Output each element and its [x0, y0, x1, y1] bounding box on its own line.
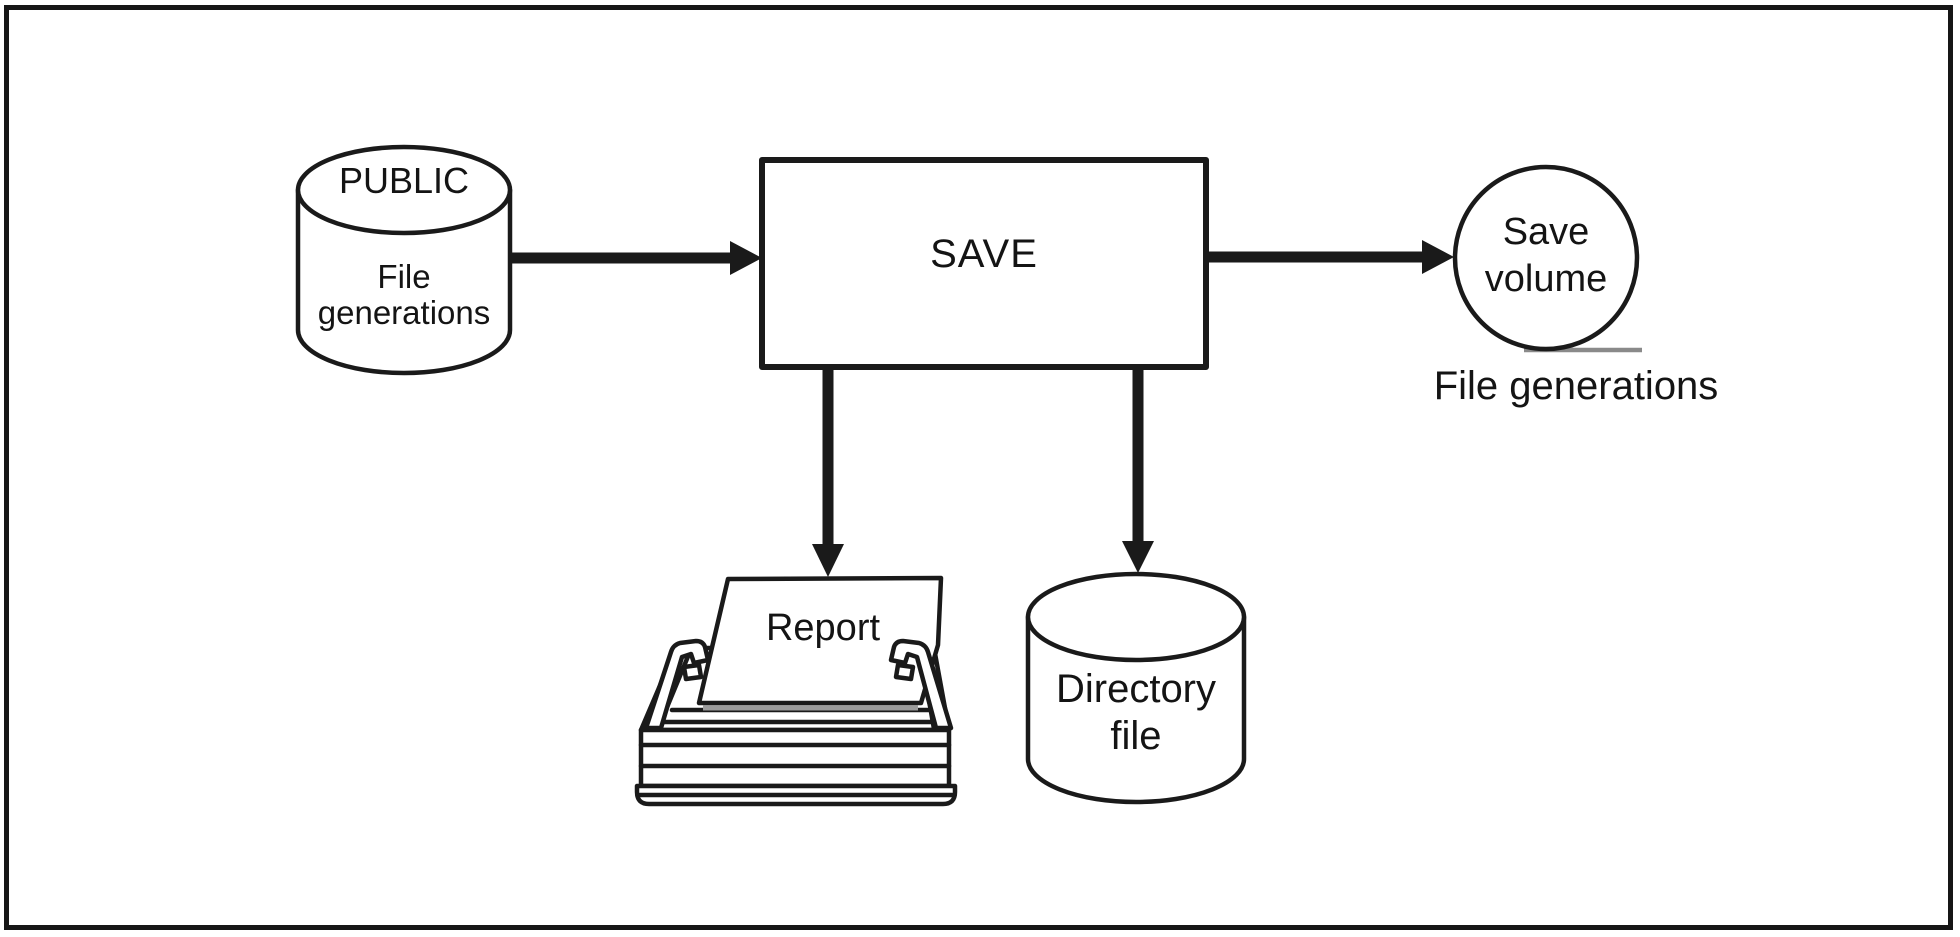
cylinder-top-icon: [295, 144, 513, 236]
cylinder-top-icon: [1025, 571, 1247, 663]
save-process-label: SAVE: [930, 232, 1038, 276]
arrowhead-right-icon: [730, 241, 762, 275]
arrow-save-to-directory: [1122, 366, 1154, 573]
public-db-label-line1: File: [377, 258, 431, 295]
save-volume-circle: [1452, 164, 1640, 352]
save-volume-label-line2: volume: [1484, 258, 1608, 300]
save-volume-label-line1: Save: [1502, 211, 1590, 253]
paper-guide-left: [643, 638, 711, 731]
save-process-box: [759, 157, 1209, 370]
arrow-save-to-volume: [1208, 240, 1454, 274]
save-volume-tape-icon: [1452, 164, 1642, 353]
printer-icon: [634, 575, 958, 807]
public-db-label: File generations: [318, 259, 490, 331]
printer-body: [638, 727, 952, 789]
arrow-public-to-save: [512, 241, 762, 275]
arrow-save-to-report: [812, 366, 844, 577]
paper-guide-right: [888, 638, 954, 731]
arrowhead-down-icon: [1122, 541, 1154, 573]
report-label: Report: [765, 607, 881, 649]
directory-file-label-line2: file: [1110, 714, 1162, 758]
save-volume-label: Save volume: [1485, 209, 1608, 303]
directory-file-label-line1: Directory: [1055, 667, 1217, 711]
save-volume-caption: File generations: [1433, 364, 1719, 408]
arrowhead-down-icon: [812, 544, 844, 577]
directory-file-cylinder: [1025, 571, 1247, 805]
public-db-title: PUBLIC: [338, 160, 470, 201]
public-db-label-line2: generations: [317, 294, 491, 331]
public-database-cylinder: [295, 144, 513, 376]
arrowhead-right-icon: [1422, 240, 1454, 274]
directory-file-label: Directory file: [1056, 666, 1216, 760]
